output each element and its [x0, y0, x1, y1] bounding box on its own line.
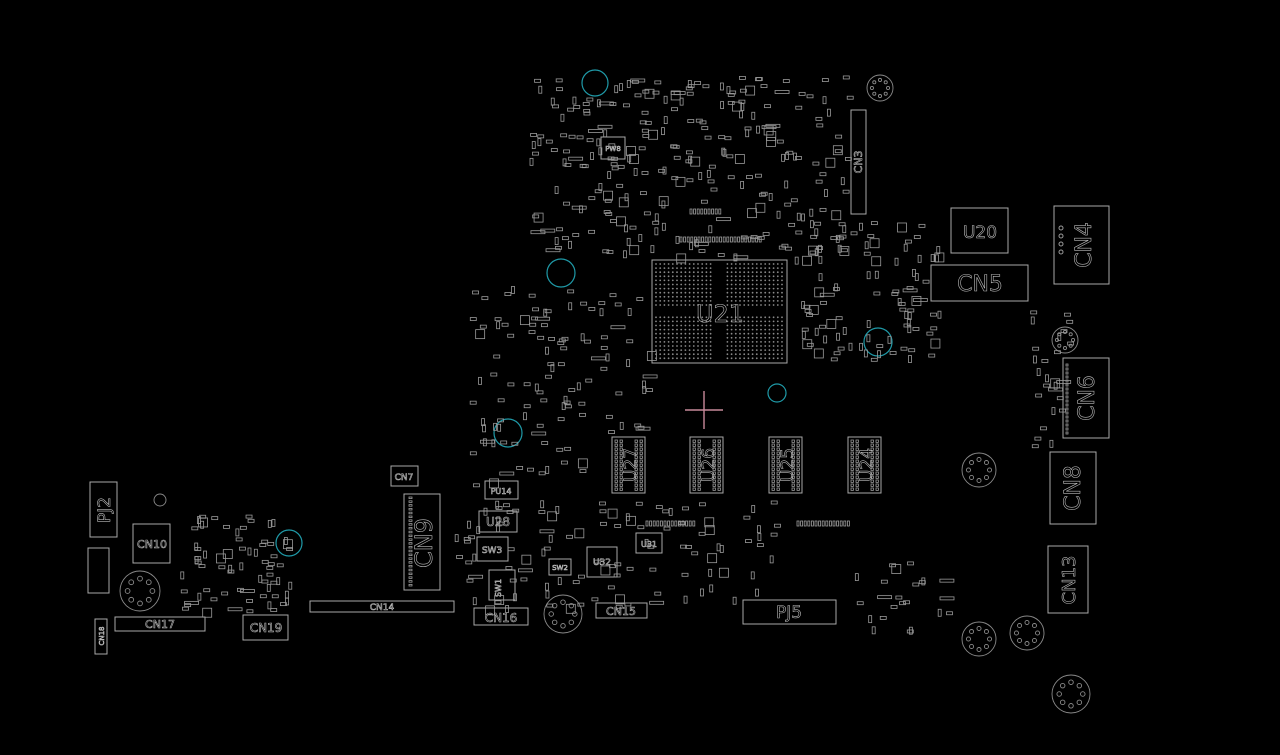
- label-pw8: PW8: [605, 145, 621, 153]
- connector-pj5[interactable]: PJ5: [742, 599, 837, 625]
- label-cn4: CN4: [1072, 222, 1097, 268]
- fiducials: [153, 69, 893, 557]
- label-cn13: CN13: [1059, 556, 1080, 605]
- label-cn18: CN18: [98, 626, 106, 645]
- label-pu14: PU14: [491, 487, 512, 496]
- label-u32: U32: [593, 558, 611, 568]
- connector-pj2[interactable]: PJ2: [89, 481, 118, 538]
- chip-u31[interactable]: U31: [635, 532, 663, 554]
- label-cn16: CN16: [485, 611, 518, 625]
- memory-chip-u27[interactable]: U27: [611, 436, 646, 494]
- chip-u28[interactable]: U28: [478, 510, 518, 533]
- label-u21: U21: [696, 300, 744, 328]
- connector-cn12[interactable]: [87, 547, 110, 594]
- chip-u20[interactable]: U20: [950, 207, 1009, 254]
- label-u24: U24: [857, 448, 877, 482]
- memory-chip-u25[interactable]: U25: [768, 436, 803, 494]
- label-sw1: SW1: [494, 579, 503, 597]
- switch-sw1[interactable]: SW1: [488, 569, 516, 601]
- chip-u32[interactable]: U32: [586, 546, 618, 578]
- connector-cn5[interactable]: CN5: [930, 264, 1029, 302]
- chip-pw8[interactable]: PW8: [600, 136, 626, 160]
- label-sw3: SW3: [482, 546, 502, 556]
- label-cn17: CN17: [145, 618, 175, 631]
- label-u20: U20: [963, 223, 997, 243]
- label-cn6: CN6: [1075, 375, 1100, 421]
- connector-cn16[interactable]: CN16: [473, 607, 529, 626]
- label-cn8: CN8: [1061, 465, 1086, 511]
- connector-cn10[interactable]: CN10: [132, 523, 171, 564]
- label-cn10: CN10: [137, 538, 167, 551]
- connector-cn19[interactable]: CN19: [242, 614, 289, 641]
- switch-sw2[interactable]: SW2: [548, 558, 572, 576]
- switch-sw3[interactable]: SW3: [476, 536, 509, 562]
- connector-cn14[interactable]: CN14: [309, 600, 455, 613]
- connector-cn17[interactable]: CN17: [114, 616, 206, 632]
- crosshair-cursor: [685, 391, 723, 429]
- connector-cn6[interactable]: CN6: [1062, 357, 1110, 439]
- label-cn19: CN19: [250, 621, 283, 635]
- label-u26: U26: [699, 448, 719, 482]
- connector-cn7[interactable]: CN7: [390, 465, 419, 487]
- label-pj5: PJ5: [776, 603, 802, 623]
- label-cn14: CN14: [370, 603, 395, 613]
- connector-cn13[interactable]: CN13: [1047, 545, 1089, 614]
- chip-pu14[interactable]: PU14: [484, 480, 519, 500]
- label-u31: U31: [641, 540, 657, 549]
- label-cn5: CN5: [957, 272, 1003, 297]
- label-cn15: CN15: [606, 605, 636, 618]
- label-u25: U25: [778, 448, 798, 482]
- label-sw2: SW2: [552, 564, 568, 572]
- label-cn3: CN3: [852, 151, 865, 174]
- small-components: [180, 75, 1075, 635]
- connector-cn4[interactable]: CN4: [1053, 205, 1110, 285]
- memory-chip-u24[interactable]: U24: [847, 436, 882, 494]
- connector-cn8[interactable]: CN8: [1049, 451, 1097, 525]
- label-cn7: CN7: [395, 473, 414, 483]
- connector-cn3[interactable]: CN3: [850, 109, 867, 215]
- chip-u21[interactable]: U21: [651, 259, 788, 364]
- label-cn9: CN9: [410, 518, 438, 568]
- connector-cn9[interactable]: CN9: [403, 493, 441, 591]
- label-pj2: PJ2: [95, 497, 115, 523]
- connector-cn15[interactable]: CN15: [595, 602, 648, 619]
- connector-cn18[interactable]: CN18: [94, 618, 108, 655]
- mounting-holes: [119, 74, 1091, 714]
- label-u27: U27: [621, 448, 641, 482]
- memory-chip-u26[interactable]: U26: [689, 436, 724, 494]
